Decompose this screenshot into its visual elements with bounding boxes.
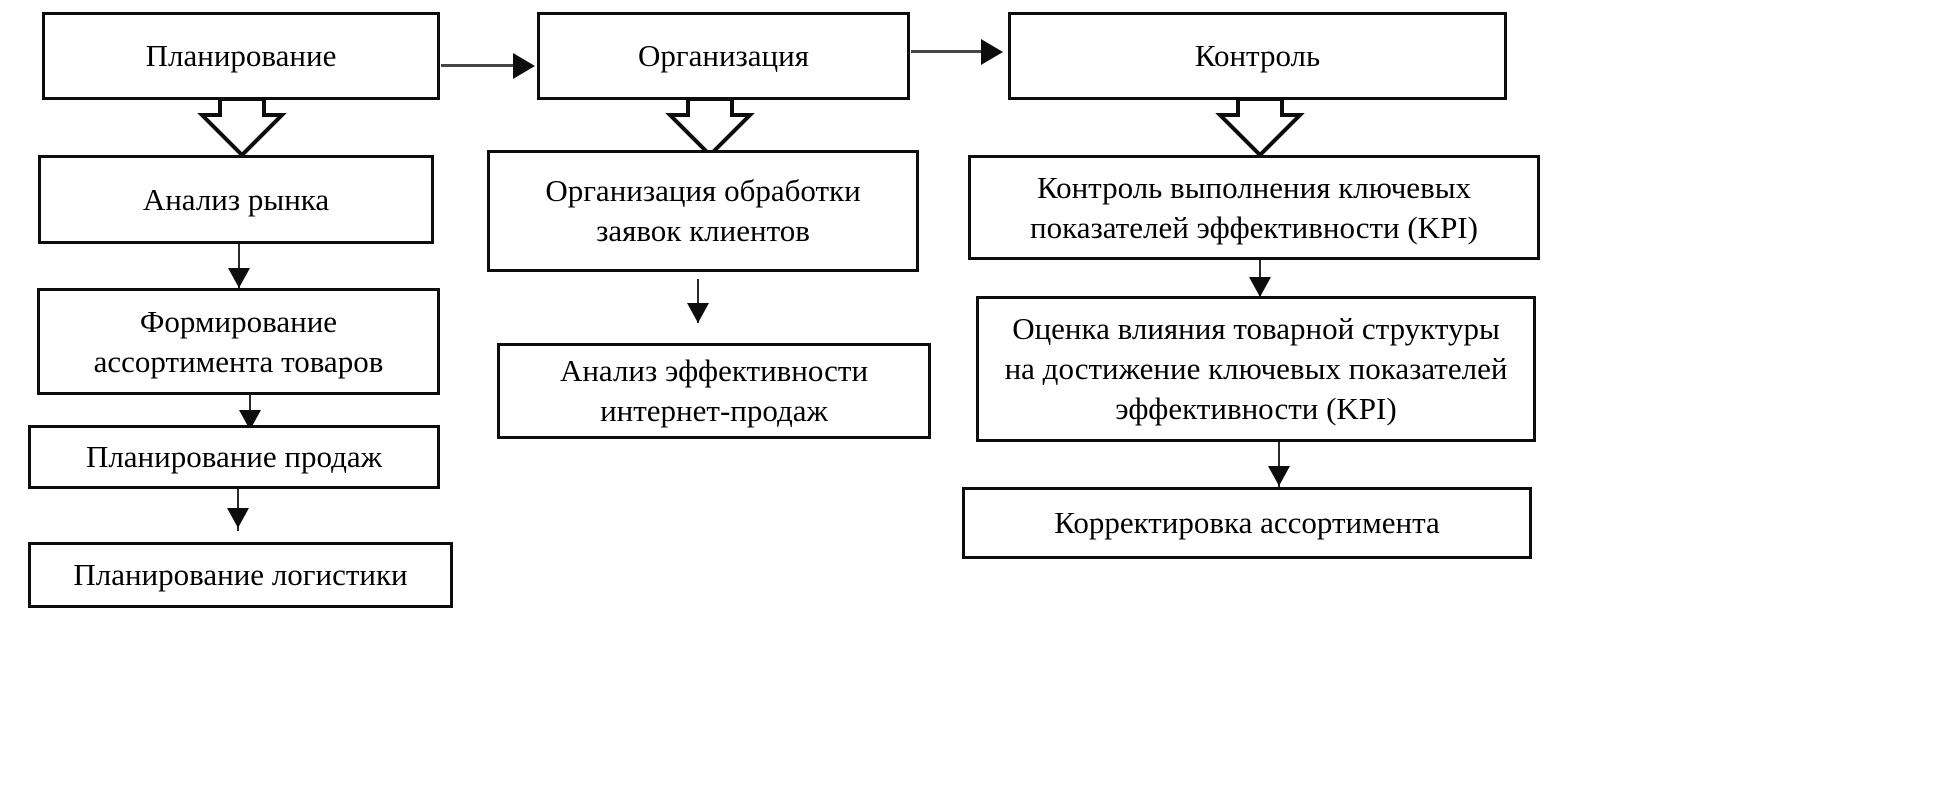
- line-ocenka-to-korrektirovka: [1278, 442, 1280, 488]
- arrowhead-obrabotka-to-analiz-effektivnosti: [687, 303, 709, 323]
- node-formirovanie-assortimenta[interactable]: Формирование ассортимента товаров: [37, 288, 440, 395]
- node-planirovanie-logistiki[interactable]: Планирование логистики: [28, 542, 453, 608]
- arrowhead-kpi-to-ocenka-vliyaniya: [1249, 277, 1271, 297]
- node-analiz-effektivnosti-internet-prodazh[interactable]: Анализ эффективности интернет-продаж: [497, 343, 931, 439]
- node-analiz-rynka[interactable]: Анализ рынка: [38, 155, 434, 244]
- arrowhead-planirovanie-to-organizaciya: [513, 53, 535, 79]
- block-arrow-organizaciya-to-obrabotka-zayavok: [664, 99, 756, 157]
- node-kontrol[interactable]: Контроль: [1008, 12, 1507, 100]
- node-planirovanie-prodazh-label: Планирование продаж: [85, 439, 383, 475]
- node-korrektirovka-assortimenta[interactable]: Корректировка ассортимента: [962, 487, 1532, 559]
- node-planirovanie-logistiki-label: Планирование логистики: [73, 557, 408, 593]
- node-kontrol-kpi-label: Контроль выполнения ключевых показателей…: [1030, 169, 1478, 245]
- node-organizaciya[interactable]: Организация: [537, 12, 910, 100]
- node-analiz-effektivnosti-internet-prodazh-label: Анализ эффективности интернет-продаж: [559, 353, 869, 428]
- block-arrow-planirovanie-to-analiz-rynka: [196, 99, 288, 157]
- arrowhead-organizaciya-to-kontrol: [981, 39, 1003, 65]
- line-planirovanie-to-organizaciya: [441, 64, 515, 67]
- block-arrow-kontrol-to-kpi: [1214, 99, 1306, 157]
- node-planirovanie-prodazh[interactable]: Планирование продаж: [28, 425, 440, 489]
- arrowhead-planirovanie-prodazh-to-logistika: [227, 508, 249, 528]
- node-ocenka-vliyaniya-tovarnoj-struktury[interactable]: Оценка влияния товарной структуры на дос…: [976, 296, 1536, 442]
- node-organizaciya-label: Организация: [638, 38, 809, 74]
- node-planirovanie-label: Планирование: [145, 38, 337, 74]
- line-obrabotka-to-analiz-effektivnosti: [697, 279, 699, 323]
- line-organizaciya-to-kontrol: [911, 50, 983, 53]
- node-korrektirovka-assortimenta-label: Корректировка ассортимента: [1054, 505, 1440, 541]
- node-analiz-rynka-label: Анализ рынка: [142, 181, 330, 217]
- node-kontrol-kpi[interactable]: Контроль выполнения ключевых показателей…: [968, 155, 1540, 260]
- node-ocenka-vliyaniya-tovarnoj-struktury-label: Оценка влияния товарной структуры на дос…: [1004, 311, 1508, 426]
- node-formirovanie-assortimenta-label: Формирование ассортимента товаров: [93, 303, 384, 379]
- node-organizaciya-obrabotki-zayavok-label: Организация обработки заявок клиентов: [545, 173, 861, 248]
- node-organizaciya-obrabotki-zayavok[interactable]: Организация обработки заявок клиентов: [487, 150, 919, 272]
- node-kontrol-label: Контроль: [1194, 38, 1321, 74]
- arrowhead-analiz-rynka-to-formirovanie: [228, 268, 250, 288]
- arrowhead-ocenka-to-korrektirovka: [1268, 466, 1290, 486]
- node-planirovanie[interactable]: Планирование: [42, 12, 440, 100]
- line-analiz-rynka-to-formirovanie: [238, 244, 240, 288]
